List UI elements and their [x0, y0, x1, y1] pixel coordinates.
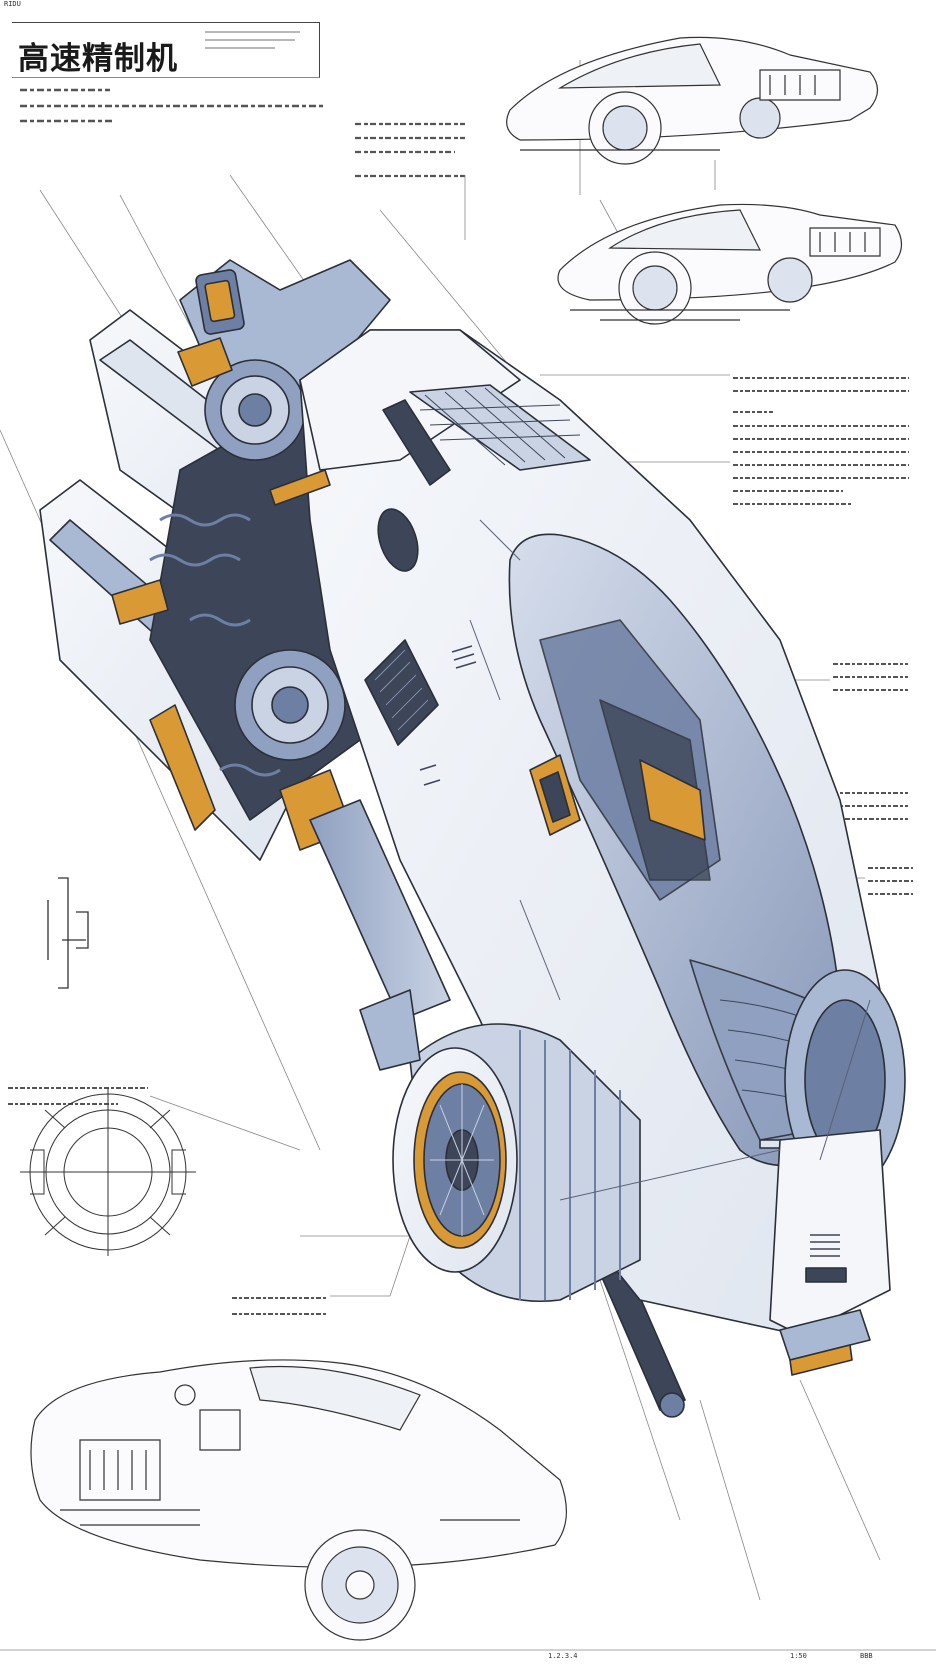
page-title: 高速精制机	[18, 41, 178, 77]
footer-code-right: BBB	[860, 1652, 873, 1660]
callout-text-right	[833, 663, 913, 895]
wheel-detail-sketch	[20, 1088, 196, 1256]
main-vehicle	[39, 259, 906, 1418]
title-box: 高速精制机	[12, 22, 320, 78]
signature-scribble	[205, 31, 300, 49]
car-sketch-top	[506, 36, 879, 165]
bracket-sketch	[47, 877, 89, 989]
callout-text-left	[8, 1087, 327, 1315]
intro-text-block	[20, 88, 325, 123]
spec-text-block-right	[733, 377, 909, 505]
corner-code: RIDU	[4, 0, 21, 8]
footer-code-center: 1:50	[790, 1652, 807, 1660]
car-sketch-bottom	[30, 1359, 568, 1641]
car-sketch-middle	[557, 203, 903, 325]
footer-code-left: 1.2.3.4	[548, 1652, 578, 1660]
spec-text-block-top	[355, 122, 465, 178]
